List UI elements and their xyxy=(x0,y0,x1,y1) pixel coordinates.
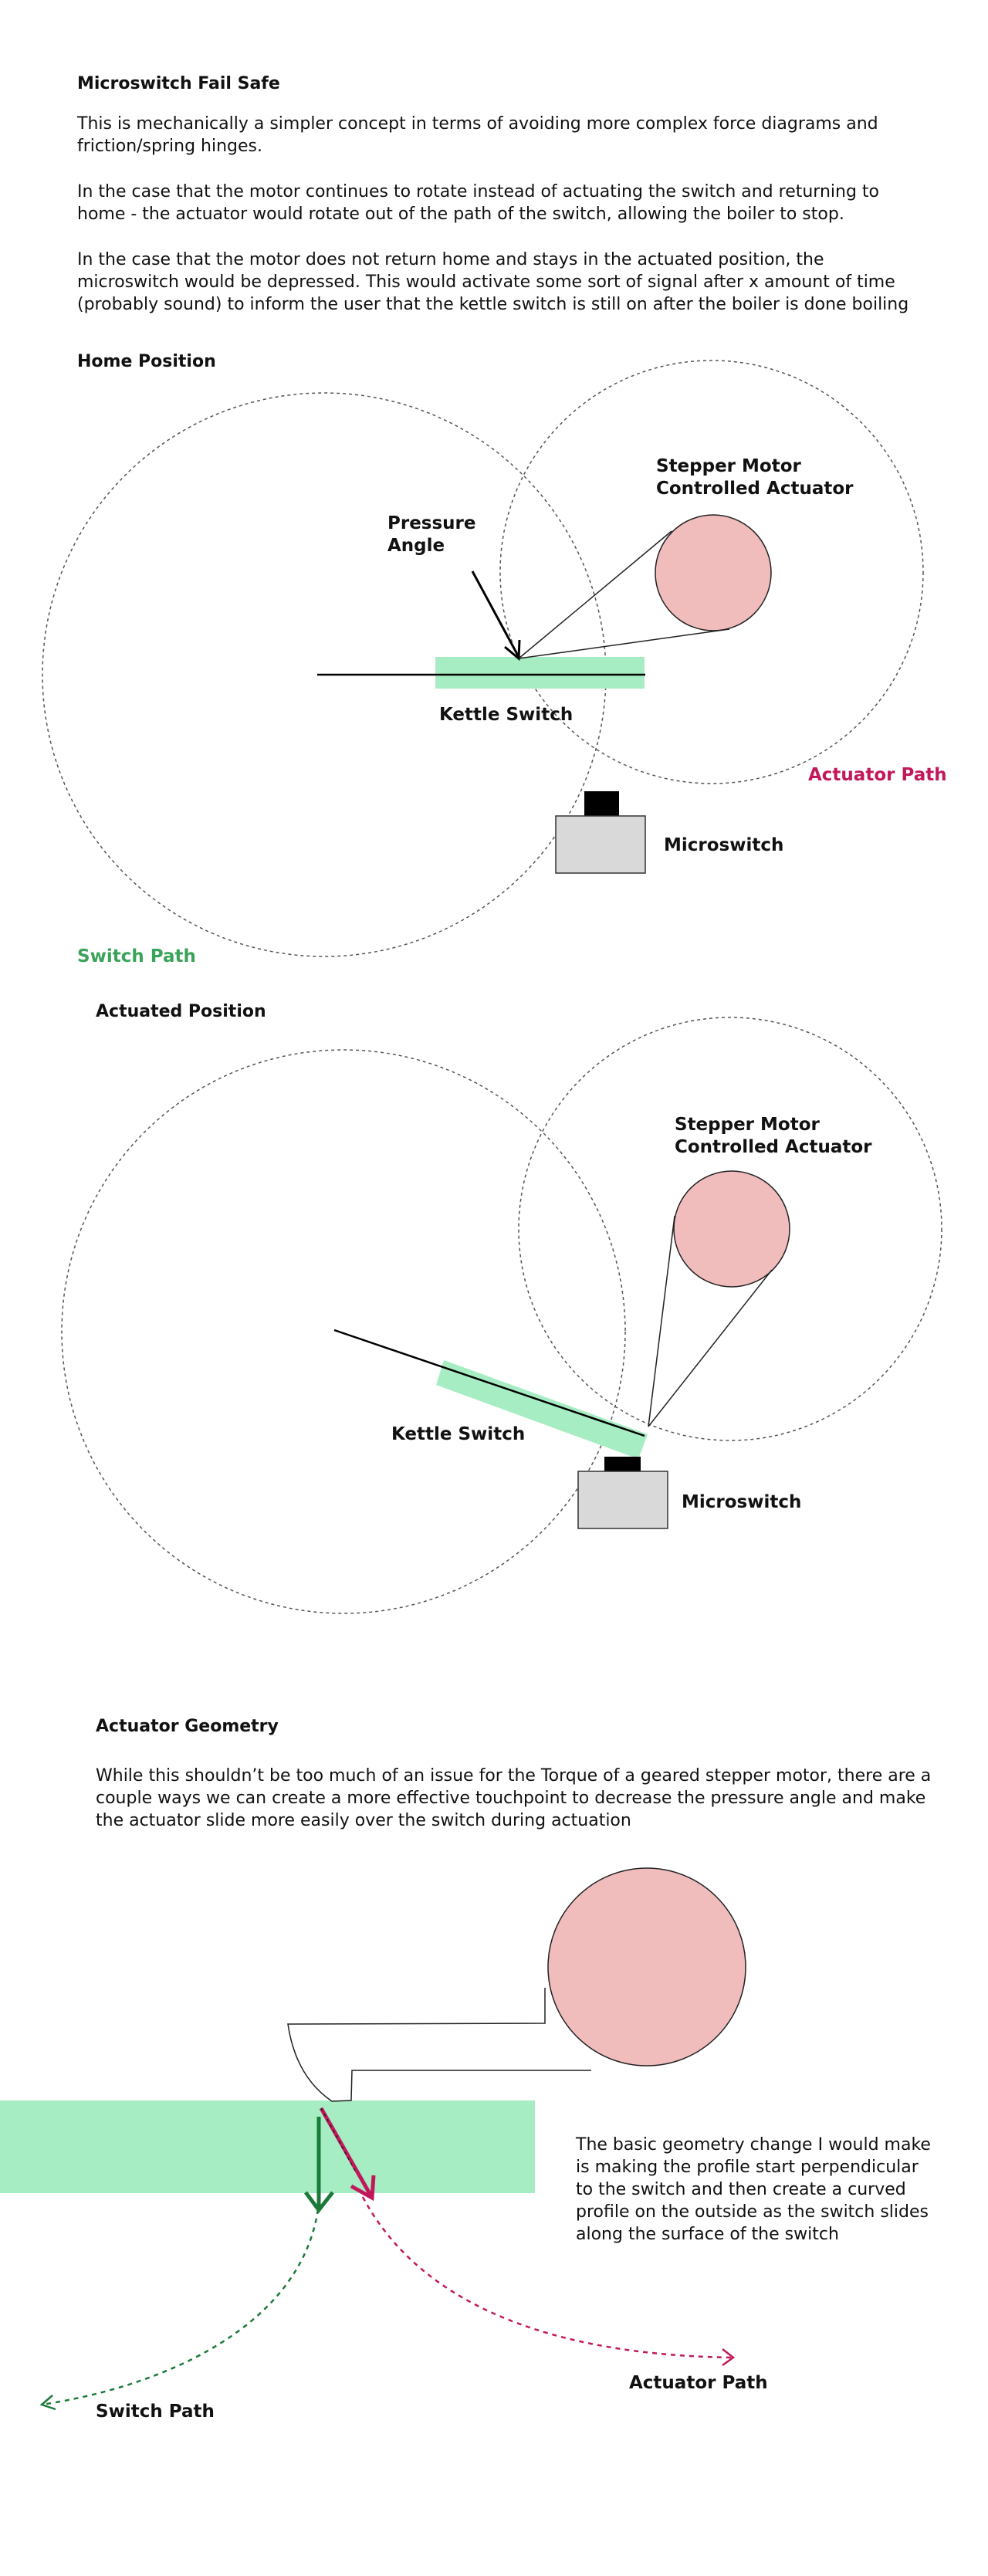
geometry-paragraph: While this shouldn’t be too much of an i… xyxy=(96,1766,932,1830)
kettle-switch-rect xyxy=(435,657,645,689)
geometry-switch-path-label: Switch Path xyxy=(96,2402,215,2422)
paragraph-2: In the case that the motor continues to … xyxy=(77,182,880,224)
actuated-arm-upper xyxy=(648,1215,675,1427)
actuated-actuator-path-circle xyxy=(518,1017,942,1441)
geometry-actuator-profile xyxy=(287,1988,591,2102)
actuator-path-arrowhead xyxy=(722,2348,736,2367)
home-kettle-switch-label: Kettle Switch xyxy=(439,705,574,725)
actuated-switch-path-circle xyxy=(61,1049,626,1614)
actuator-path-label: Actuator Path xyxy=(808,765,947,785)
actuated-motor-label-line2: Controlled Actuator xyxy=(675,1137,872,1157)
actuator-geometry-title: Actuator Geometry xyxy=(96,1717,279,1736)
actuated-arm-lower xyxy=(648,1269,773,1427)
switch-path-curve xyxy=(41,2209,320,2406)
section-title-microswitch-fail-safe: Microswitch Fail Safe xyxy=(77,74,280,93)
actuated-kettle-switch-rect xyxy=(436,1360,648,1459)
actuated-microswitch-label: Microswitch xyxy=(682,1492,802,1512)
switch-force-arrowhead xyxy=(303,2191,334,2214)
actuator-force-arrow xyxy=(319,2107,374,2199)
home-position-title: Home Position xyxy=(77,352,216,371)
home-microswitch-label: Microswitch xyxy=(664,835,784,855)
actuator-force-arrowhead xyxy=(350,2175,376,2202)
geometry-actuator-path-label: Actuator Path xyxy=(629,2373,768,2393)
pressure-angle-label-line1: Pressure xyxy=(387,513,476,533)
actuated-actuator-disc xyxy=(673,1170,790,1288)
actuator-arm-upper xyxy=(518,530,672,659)
paragraph-1: This is mechanically a simpler concept i… xyxy=(77,114,878,156)
actuated-microswitch-button xyxy=(604,1457,641,1472)
geometry-note: The basic geometry change I would make i… xyxy=(576,2135,931,2244)
actuator-arm-lower xyxy=(518,628,730,659)
switch-path-arrowhead xyxy=(39,2395,56,2411)
microswitch-button xyxy=(584,791,619,817)
microswitch-body xyxy=(555,815,646,874)
actuator-disc xyxy=(655,514,772,631)
home-motor-label-line1: Stepper Motor xyxy=(656,456,801,476)
pressure-angle-label-line2: Angle xyxy=(387,536,445,556)
pressure-angle-arrowhead xyxy=(504,639,521,662)
actuated-kettle-switch-label: Kettle Switch xyxy=(391,1424,526,1444)
pressure-angle-arrow xyxy=(471,570,520,658)
paragraph-3: In the case that the motor does not retu… xyxy=(77,250,909,314)
actuated-position-title: Actuated Position xyxy=(96,1002,266,1021)
switch-path-label: Switch Path xyxy=(77,946,196,966)
actuated-microswitch-body xyxy=(577,1471,668,1529)
actuated-motor-label-line1: Stepper Motor xyxy=(675,1115,820,1135)
geometry-actuator-disc xyxy=(547,1867,746,2067)
actuator-path-circle xyxy=(499,360,924,784)
home-motor-label-line2: Controlled Actuator xyxy=(656,479,854,499)
actuated-kettle-switch-lever xyxy=(333,1329,645,1437)
geometry-switch-surface xyxy=(0,2100,535,2193)
